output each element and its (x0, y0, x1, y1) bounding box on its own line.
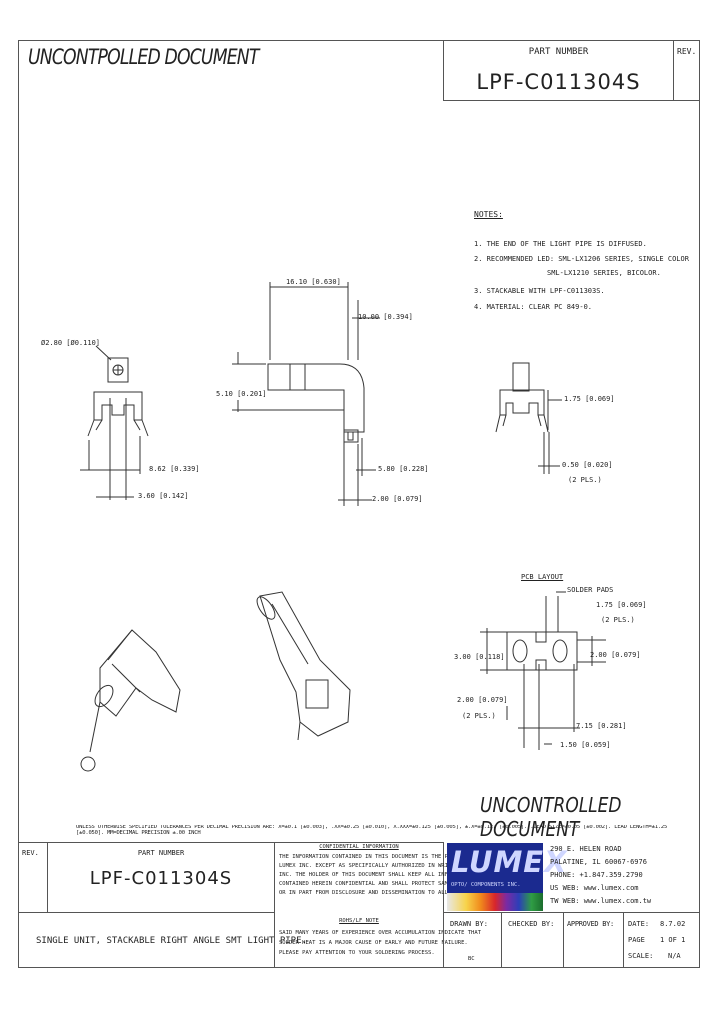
dim-3-60: 3.60 [0.142] (138, 492, 189, 500)
description-cell: SINGLE UNIT, STACKABLE RIGHT ANGLE SMT L… (18, 912, 307, 968)
dim-5-10: 5.10 [0.201] (216, 390, 267, 398)
dim-lens-diameter: Ø2.80 [Ø0.110] (41, 339, 101, 347)
dim-10-00: 10.00 [0.394] (358, 313, 413, 321)
pcb-dim-1-50: 1.50 [0.059] (560, 741, 611, 749)
notes-title: NOTES: (474, 210, 503, 219)
note-line-1: 1. THE END OF THE LIGHT PIPE IS DIFFUSED… (474, 240, 647, 248)
dim-0-50-pls: (2 PLS.) (568, 476, 602, 484)
confidential-line-2: LUMEX INC. EXCEPT AS SPECIFICALLY AUTHOR… (279, 863, 491, 869)
pcb-dim-2-00-left: 2.00 [0.079] (457, 696, 508, 704)
uncontrolled-watermark-bottom: UNCONTROLLED DOCUMENT (480, 793, 622, 841)
pcb-dim-1-75: 1.75 [0.069] (596, 601, 647, 609)
rohs-title: ROHS/LF NOTE (339, 918, 379, 924)
logo-wordmark: LUMEX (451, 845, 568, 879)
dim-16-10: 16.10 [0.630] (286, 278, 341, 286)
note-line-4: 3. STACKABLE WITH LPF-C011303S. (474, 287, 605, 295)
pcb-dim-3-00: 3.00 [0.118] (454, 653, 505, 661)
dim-0-50: 0.50 [0.020] (562, 461, 613, 469)
top-part-number-box: PART NUMBER LPF-C011304S (443, 40, 674, 101)
tolerance-note: UNLESS OTHERWISE SPECIFIED TOLERANCES PE… (76, 825, 668, 836)
date-label: DATE: (628, 920, 650, 928)
drawn-by-label: DRAWN BY: (450, 920, 488, 928)
dim-1-75: 1.75 [0.069] (564, 395, 615, 403)
front-body (93, 391, 143, 421)
part-description: SINGLE UNIT, STACKABLE RIGHT ANGLE SMT L… (36, 936, 307, 946)
scale-label: SCALE: (628, 952, 654, 960)
page-label: PAGE (628, 936, 645, 944)
rohs-line-3: PLEASE PAY ATTENTION TO YOUR SOLDERING P… (279, 950, 435, 956)
pcb-layout-title: PCB LAYOUT (521, 573, 564, 581)
pcb-solder-pads: SOLDER PADS (567, 586, 614, 594)
rev-label-bottom: REV. (22, 849, 39, 857)
drawn-by-cell: DRAWN BY: BC (443, 912, 502, 968)
note-line-5: 4. MATERIAL: CLEAR PC 849-0. (474, 303, 593, 311)
checked-by-cell: CHECKED BY: (501, 912, 564, 968)
scale-value: N/A (668, 952, 681, 960)
approved-by-label: APPROVED BY: (567, 920, 614, 928)
dim-2-00: 2.00 [0.079] (372, 495, 423, 503)
address-line-5: TW WEB: www.lumex.com.tw (550, 897, 652, 905)
address-line-3: PHONE: +1.847.359.2790 (550, 871, 643, 879)
rev-label-top: REV. (677, 47, 697, 56)
side-body (267, 363, 365, 433)
address-line-1: 290 E. HELEN ROAD (550, 845, 622, 853)
top-rev-box: REV. (673, 40, 700, 101)
logo-tagline: OPTO/ COMPONENTS INC. (451, 882, 521, 888)
part-number-bottom: LPF-C011304S (89, 868, 233, 889)
part-number-top: LPF-C011304S (476, 70, 641, 94)
part-number-label: PART NUMBER (528, 47, 589, 57)
uncontrolled-watermark-top: UNCONTPOLLED DOCUMENT (28, 45, 259, 69)
lumex-logo: LUMEX OPTO/ COMPONENTS INC. (447, 843, 568, 893)
note-line-3: SML-LX1210 SERIES, BICOLOR. (547, 269, 661, 277)
address-line-4: US WEB: www.lumex.com (550, 884, 639, 892)
note-line-2: 2. RECOMMENDED LED: SML-LX1206 SERIES, S… (474, 255, 689, 263)
checked-by-label: CHECKED BY: (508, 920, 555, 928)
rohs-line-2: SOLDER HEAT IS A MAJOR CAUSE OF EARLY AN… (279, 940, 468, 946)
pcb-dim-2-00-left-pls: (2 PLS.) (462, 712, 496, 720)
logo-rainbow-bar (447, 893, 543, 911)
pcb-dim-7-15: 7.15 [0.281] (576, 722, 627, 730)
dim-5-80: 5.80 [0.228] (378, 465, 429, 473)
date-page-scale-cell: DATE: 8.7.02 PAGE 1 OF 1 SCALE: N/A (623, 912, 700, 968)
approved-by-cell: APPROVED BY: (563, 912, 624, 968)
confidential-line-5: OR IN PART FROM DISCLOSURE AND DISSEMINA… (279, 890, 498, 896)
confidential-cell: CONFIDENTIAL INFORMATION THE INFORMATION… (274, 842, 498, 968)
confidential-line-4: CONTAINED HEREIN CONFIDENTIAL AND SHALL … (279, 881, 481, 887)
rohs-line-1: SAID MANY YEARS OF EXPERIENCE OVER ACCUM… (279, 930, 481, 936)
rev-cell: REV. (18, 842, 48, 913)
date-value: 8.7.02 (660, 920, 686, 928)
confidential-line-1: THE INFORMATION CONTAINED IN THIS DOCUME… (279, 854, 481, 860)
confidential-title: CONFIDENTIAL INFORMATION (319, 844, 399, 850)
dim-8-62: 8.62 [0.339] (149, 465, 200, 473)
lens-square (107, 357, 129, 383)
part-number-label-bottom: PART NUMBER (137, 849, 185, 857)
part-number-cell: PART NUMBER LPF-C011304S (47, 842, 275, 913)
pcb-dim-2-00-right: 2.00 [0.079] (590, 651, 641, 659)
pcb-dim-1-75-pls: (2 PLS.) (601, 616, 635, 624)
confidential-line-3: INC. THE HOLDER OF THIS DOCUMENT SHALL K… (279, 872, 475, 878)
address-line-2: PALATINE, IL 60067-6976 (550, 858, 647, 866)
drawn-by-value: BC (468, 956, 475, 962)
page-value: 1 OF 1 (660, 936, 686, 944)
